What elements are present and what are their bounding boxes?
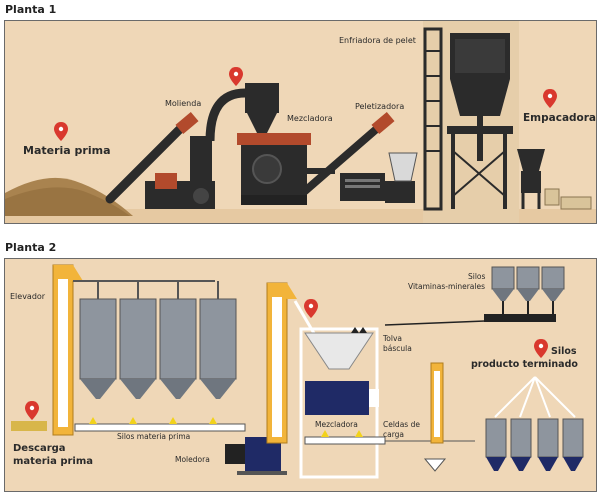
packer [517, 149, 592, 210]
plant2-panel: Elevador Descarga materia prima Silos ma… [4, 258, 597, 492]
label-tolva-1: Tolva [382, 334, 402, 343]
cyclone [205, 83, 279, 142]
elevator-middle [266, 282, 317, 444]
label-elevador: Elevador [10, 292, 46, 301]
location-pin-icon [229, 67, 243, 86]
plant1-title: Planta 1 [5, 3, 57, 16]
location-pin-icon [25, 401, 39, 420]
label-celdas-2: carga [383, 430, 404, 439]
plant2-title: Planta 2 [5, 241, 57, 254]
cooler-tower [423, 21, 519, 223]
silo [159, 281, 197, 399]
silo [119, 281, 157, 399]
label-tolva-2: báscula [383, 344, 412, 353]
raw-material-pile [5, 177, 133, 216]
label-mezcladora: Mezcladora [287, 114, 333, 123]
plant1-illustration: Materia prima Molienda Mezcladora Peleti… [5, 21, 596, 223]
elevator-left [52, 264, 215, 436]
location-pin-icon [304, 299, 318, 318]
pelletizer [340, 152, 418, 203]
raw-material-silos [74, 281, 246, 432]
vitamin-silos [384, 266, 565, 326]
label-molienda: Molienda [165, 99, 201, 108]
label-silos-vit-1: Silos [468, 272, 486, 281]
location-pin-icon [54, 122, 68, 141]
silo [199, 281, 237, 399]
pin-icon-markers-2 [25, 299, 548, 420]
location-pin-icon [543, 89, 557, 108]
label-descarga-1: Descarga [13, 443, 66, 454]
label-celdas-1: Celdas de [383, 420, 420, 429]
mill-machine [145, 136, 215, 209]
pelletizer-conveyor [301, 122, 384, 195]
label-mezcladora-2: Mezcladora [315, 420, 358, 429]
label-silos-materia-prima: Silos materia prima [117, 432, 190, 441]
silo [79, 281, 117, 399]
label-materia-prima: Materia prima [23, 144, 111, 157]
pin-icon-markers [54, 67, 557, 141]
label-descarga-2: materia prima [13, 456, 93, 467]
discharge-pile [11, 421, 47, 431]
label-silos-pt-1: Silos [551, 346, 577, 357]
label-silos-pt-2: producto terminado [471, 359, 578, 370]
finished-product-silos [485, 376, 584, 471]
label-silos-vit-2: Vitaminas-minerales [408, 282, 485, 291]
label-empacadora: Empacadora [523, 112, 596, 124]
mixer [237, 133, 335, 205]
label-moledora: Moledora [175, 455, 210, 464]
plant2-illustration: Elevador Descarga materia prima Silos ma… [10, 264, 584, 479]
plant1-panel: Materia prima Molienda Mezcladora Peleti… [4, 20, 597, 224]
label-enfriadora: Enfriadora de pelet [339, 36, 416, 45]
mill-conveyor [105, 111, 199, 204]
location-pin-icon [534, 339, 548, 358]
mixer-blue [304, 381, 475, 445]
elevator-right [423, 362, 447, 472]
label-peletizadora: Peletizadora [355, 102, 404, 111]
